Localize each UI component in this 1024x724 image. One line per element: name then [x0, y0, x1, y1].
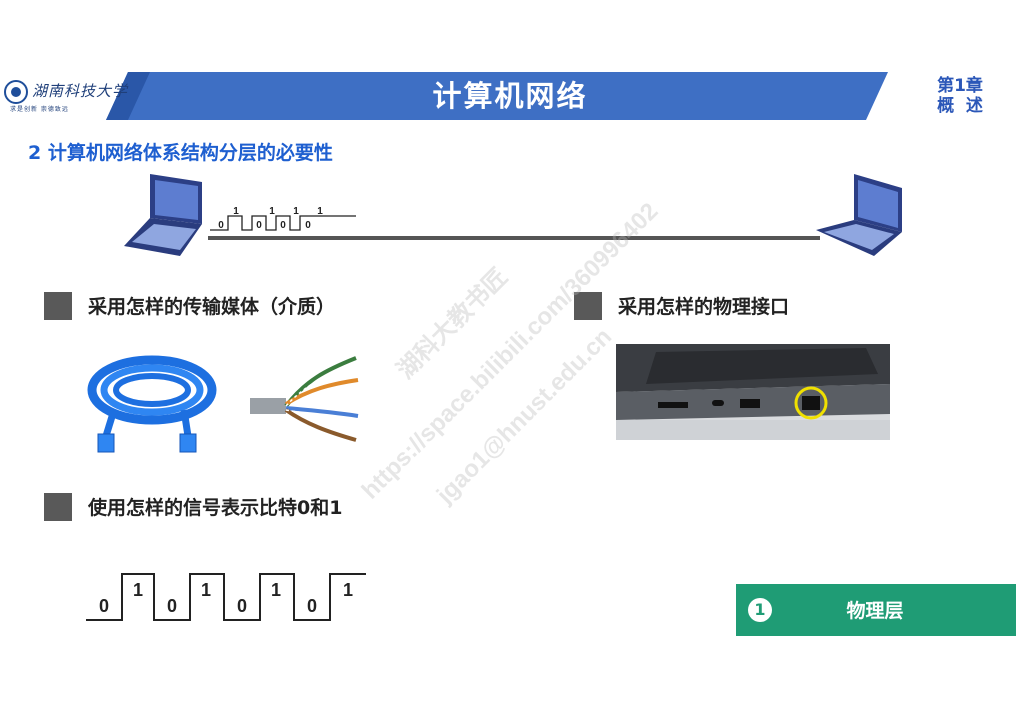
chapter-label: 第1章 概 述 — [922, 76, 998, 116]
bit-label-one: 1 — [317, 206, 323, 217]
left-laptop-icon — [124, 174, 202, 256]
ethernet-cable-image — [87, 355, 217, 453]
bit-label-zero: 0 — [99, 596, 109, 616]
watermark-line3: jgao1@hnust.edu.cn — [431, 323, 617, 509]
layer-box — [736, 584, 1016, 636]
bit-label-one: 1 — [343, 580, 353, 600]
bit-signal-waveform: 0 1 0 1 0 1 0 1 — [86, 573, 366, 621]
bit-label-one: 1 — [269, 206, 275, 217]
bit-label-one: 1 — [201, 580, 211, 600]
university-name: 湖南科技大学 — [32, 82, 129, 100]
chapter-number: 第1章 — [937, 76, 983, 96]
bit-label-one: 1 — [133, 580, 143, 600]
bullet-square-icon — [44, 493, 72, 521]
laptop-ports-image — [616, 344, 890, 440]
bit-label-one: 1 — [271, 580, 281, 600]
slide-title: 计算机网络 — [432, 79, 588, 113]
bit-label-zero: 0 — [237, 596, 247, 616]
bit-label-zero: 0 — [307, 596, 317, 616]
bit-label-zero: 0 — [218, 220, 224, 231]
university-logo: 湖南科技大学 求是创新 崇德致远 — [4, 76, 132, 116]
university-motto: 求是创新 崇德致远 — [10, 106, 69, 113]
bit-label-one: 1 — [293, 206, 299, 217]
bullet-square-icon — [574, 292, 602, 320]
header-banner — [106, 72, 888, 120]
watermark-line1: 湖科大教书匠 — [391, 263, 513, 385]
layer-label: 物理层 — [846, 600, 904, 622]
bit-label-one: 1 — [233, 206, 239, 217]
twisted-pair-image — [250, 356, 359, 442]
bullet-signal: 使用怎样的信号表示比特0和1 — [88, 497, 343, 519]
university-seal-icon — [4, 80, 28, 104]
bit-label-zero: 0 — [167, 596, 177, 616]
section-heading: 2 计算机网络体系结构分层的必要性 — [28, 142, 333, 164]
small-bit-waveform — [210, 215, 356, 231]
bullet-interface: 采用怎样的物理接口 — [618, 296, 790, 318]
bullet-medium: 采用怎样的传输媒体（介质） — [88, 296, 336, 318]
bit-label-zero: 0 — [256, 220, 262, 231]
bullet-square-icon — [44, 292, 72, 320]
right-laptop-icon — [816, 174, 902, 256]
layer-number-badge: 1 — [748, 598, 772, 622]
bit-label-zero: 0 — [305, 220, 311, 231]
bit-label-zero: 0 — [280, 220, 286, 231]
chapter-name: 概 述 — [937, 96, 983, 116]
